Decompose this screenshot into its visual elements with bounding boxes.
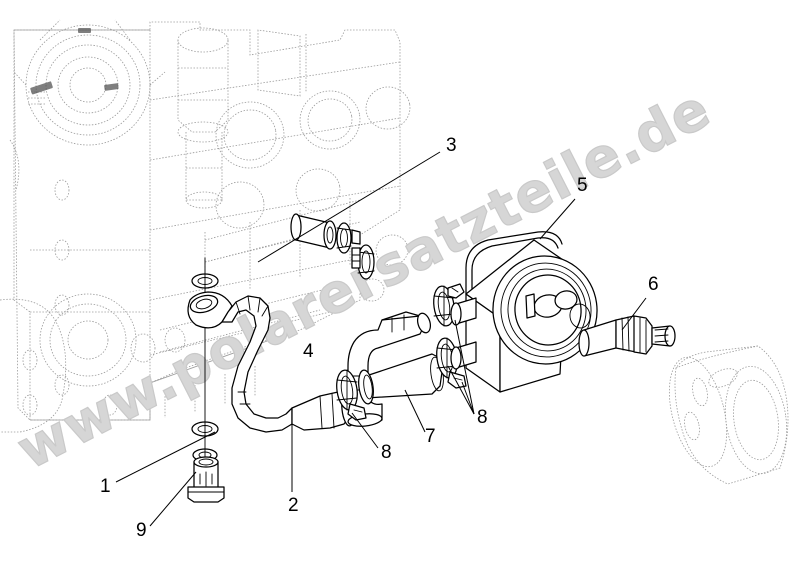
callout-label-2: 2 (288, 495, 299, 516)
part-oil-drain-plug (187, 456, 225, 503)
callout-numbers: 1 2 3 4 5 6 7 8 8 9 (100, 135, 659, 541)
callout-label-5: 5 (577, 175, 588, 196)
part-oil-cooler (450, 231, 598, 393)
part-oil-filter-adapter-stud (578, 315, 676, 357)
part-oil-cooler-pipe (187, 291, 355, 433)
part-connecting-hose (358, 353, 444, 405)
leader-lines (115, 151, 647, 527)
callout-label-8-right: 8 (477, 407, 488, 428)
callout-label-4: 4 (303, 341, 314, 362)
part-oil-feed-pipe (290, 213, 361, 254)
part-hose-clamp-left (336, 369, 367, 421)
callout-label-1: 1 (100, 476, 111, 497)
part-feed-clamp (351, 244, 375, 280)
callout-label-6: 6 (648, 274, 659, 295)
callout-label-3: 3 (446, 135, 457, 156)
callout-label-8-left: 8 (381, 442, 392, 463)
callout-label-7: 7 (425, 426, 436, 447)
callout-label-9: 9 (136, 520, 147, 541)
oil-filter-cartridge-ghost (668, 345, 789, 485)
